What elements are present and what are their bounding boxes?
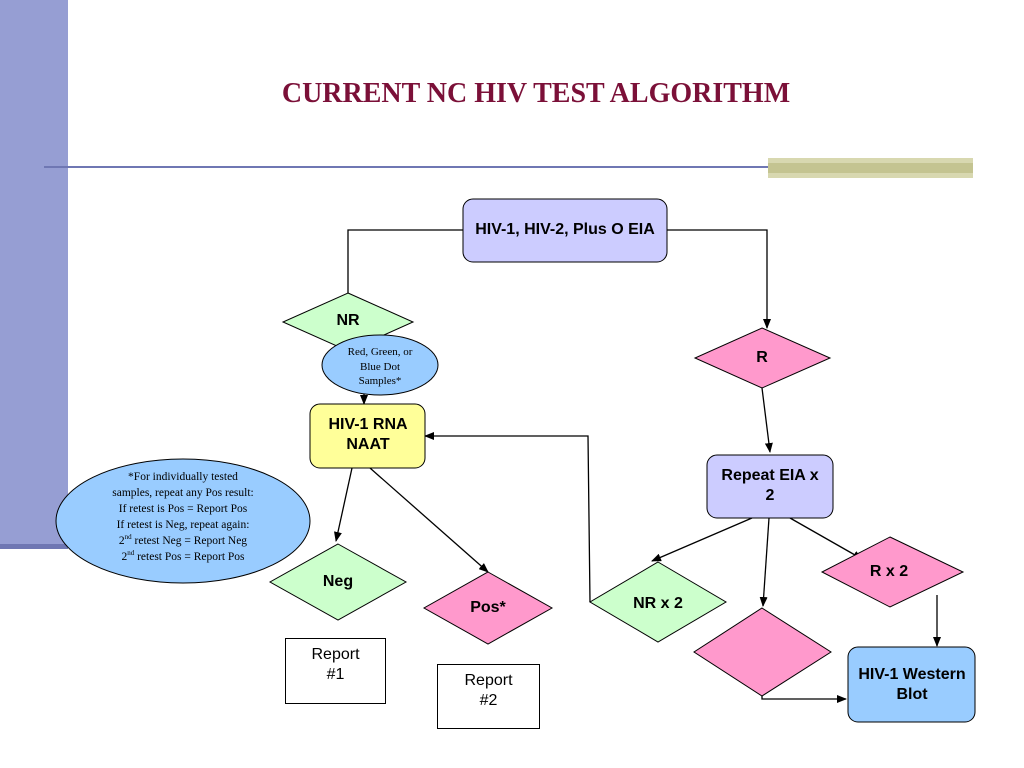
eia-box-label: HIV-1, HIV-2, Plus O EIA (475, 221, 655, 239)
pos-diamond-shape (422, 571, 554, 645)
western-blot-box-shape (847, 646, 976, 723)
nrx2-diamond-label: NR x 2 (633, 595, 683, 613)
rx2-diamond-label: R x 2 (869, 563, 909, 581)
footnote-line-5-num: 2 (118, 534, 125, 547)
connector-repeat-to-rx2 (789, 517, 863, 560)
r1nr1-diamond-label (735, 636, 789, 696)
connector-rna-to-neg (334, 467, 353, 542)
rna-naat-box-shape (309, 403, 426, 469)
report-2-label: Report #2 (464, 672, 513, 709)
sidebar-accent-edge (0, 544, 68, 549)
footnote-line-6-sup: nd (127, 548, 135, 557)
neg-diamond-shape (268, 543, 408, 621)
rna-naat-label: HIV-1 RNA NAAT (328, 416, 408, 453)
sidebar-accent (0, 0, 68, 548)
connector-r-to-repeat (761, 387, 773, 453)
footnote-line-5: 2nd retest Neg = Report Neg (119, 534, 247, 550)
connector-eia-to-r (667, 229, 771, 329)
title-divider-block (768, 158, 973, 178)
footnote-line-6: 2nd retest Pos = Report Pos (121, 548, 245, 566)
connector-repeat-to-r1nr1 (759, 517, 770, 607)
footnote-ellipse-shape (55, 458, 311, 584)
footnote-line-3: If retest is Pos = Report Pos (118, 503, 248, 516)
repeat-eia-label: Repeat EIA x 2 (721, 467, 819, 504)
footnote-text: *For individually tested samples, repeat… (86, 463, 280, 573)
report-2-box: Report #2 (437, 664, 540, 729)
connector-rna-to-pos (369, 467, 489, 573)
footnote-line-6-rest: retest Pos = Report Pos (134, 550, 245, 563)
pos-diamond-label: Pos* (470, 599, 506, 617)
dot-samples-ellipse-shape (321, 334, 439, 396)
connector-eia-to-nr (347, 229, 463, 293)
rx2-diamond-shape (820, 536, 965, 608)
repeat-eia-box-shape (706, 454, 834, 519)
dot-samples-label: Red, Green, or Blue Dot Samples* (347, 345, 413, 388)
nrx2-diamond-shape (589, 561, 727, 643)
report-1-label: Report #1 (311, 646, 360, 683)
footnote-line-5-sup: nd (124, 533, 132, 542)
r-diamond-shape (693, 327, 832, 389)
neg-diamond-label: Neg (322, 573, 354, 591)
footnote-line-5-rest: retest Neg = Report Neg (131, 534, 248, 547)
title-divider-line (44, 166, 770, 168)
slide-title: CURRENT NC HIV TEST ALGORITHM (281, 78, 791, 109)
r1nr1-diamond-shape (693, 607, 832, 697)
connector-nrx2-to-rna (424, 432, 591, 603)
footnote-line-6-num: 2 (121, 550, 128, 563)
western-blot-label: HIV-1 Western Blot (858, 666, 966, 703)
eia-box-shape (462, 198, 668, 263)
footnote-line-4: If retest is Neg, repeat again: (116, 519, 250, 531)
connector-repeat-to-nrx2 (651, 517, 753, 562)
report-1-box: Report #1 (285, 638, 386, 704)
footnote-line-1: *For individually tested (128, 471, 238, 484)
nr-diamond-label: NR (336, 312, 360, 330)
r-diamond-label: R (756, 349, 768, 367)
footnote-line-2: samples, repeat any Pos result: (112, 487, 254, 500)
